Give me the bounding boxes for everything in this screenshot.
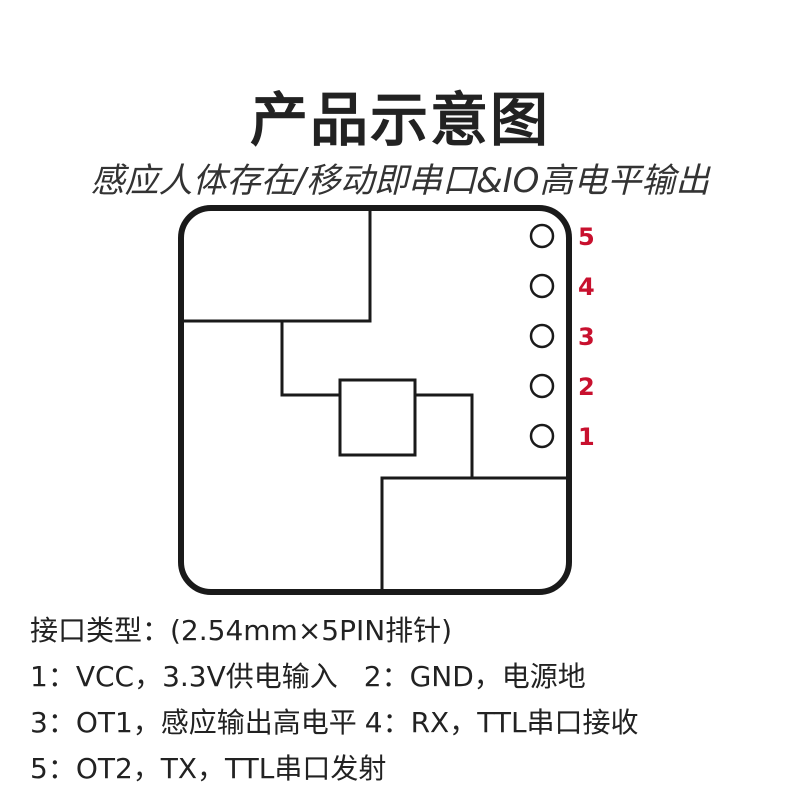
pin-hole-5 <box>529 223 555 249</box>
pin-label-2: 2 <box>578 373 595 401</box>
diagram-title: 产品示意图 <box>249 86 550 154</box>
spec-pin1: 1：VCC，3.3V供电输入 <box>30 660 338 693</box>
spec-pin5: 5：OT2，TX，TTL串口发射 <box>30 752 387 785</box>
spec-pin4: 4：RX，TTL串口接收 <box>364 706 639 739</box>
pin-label-4: 4 <box>578 273 595 301</box>
spec-interface: 接口类型：(2.54mm×5PIN排针) <box>30 614 453 647</box>
spec-list: 接口类型：(2.54mm×5PIN排针) 1：VCC，3.3V供电输入 2：GND… <box>30 608 790 792</box>
pin-hole-2 <box>529 373 555 399</box>
spec-pin2: 2：GND，电源地 <box>363 660 586 693</box>
pin-header: 5 4 3 2 1 <box>529 223 595 451</box>
pin-label-1: 1 <box>578 423 595 451</box>
pin-hole-1 <box>529 423 555 449</box>
spec-pin3: 3：OT1，感应输出高电平 <box>30 706 357 739</box>
diagram-subtitle: 感应人体存在/移动即串口&IO高电平输出 <box>90 161 710 201</box>
antenna-trace-left <box>280 321 340 397</box>
antenna-trace-top <box>181 208 372 323</box>
antenna-trace-bottom <box>380 476 569 592</box>
pin-label-5: 5 <box>578 223 595 251</box>
pin-hole-3 <box>529 323 555 349</box>
pin-label-3: 3 <box>578 323 595 351</box>
pin-hole-4 <box>529 273 555 299</box>
antenna-trace-right <box>415 393 474 478</box>
chip <box>338 378 417 457</box>
spec-row-1: 1：VCC，3.3V供电输入 2：GND，电源地 <box>30 654 790 700</box>
board-outline <box>178 205 572 595</box>
